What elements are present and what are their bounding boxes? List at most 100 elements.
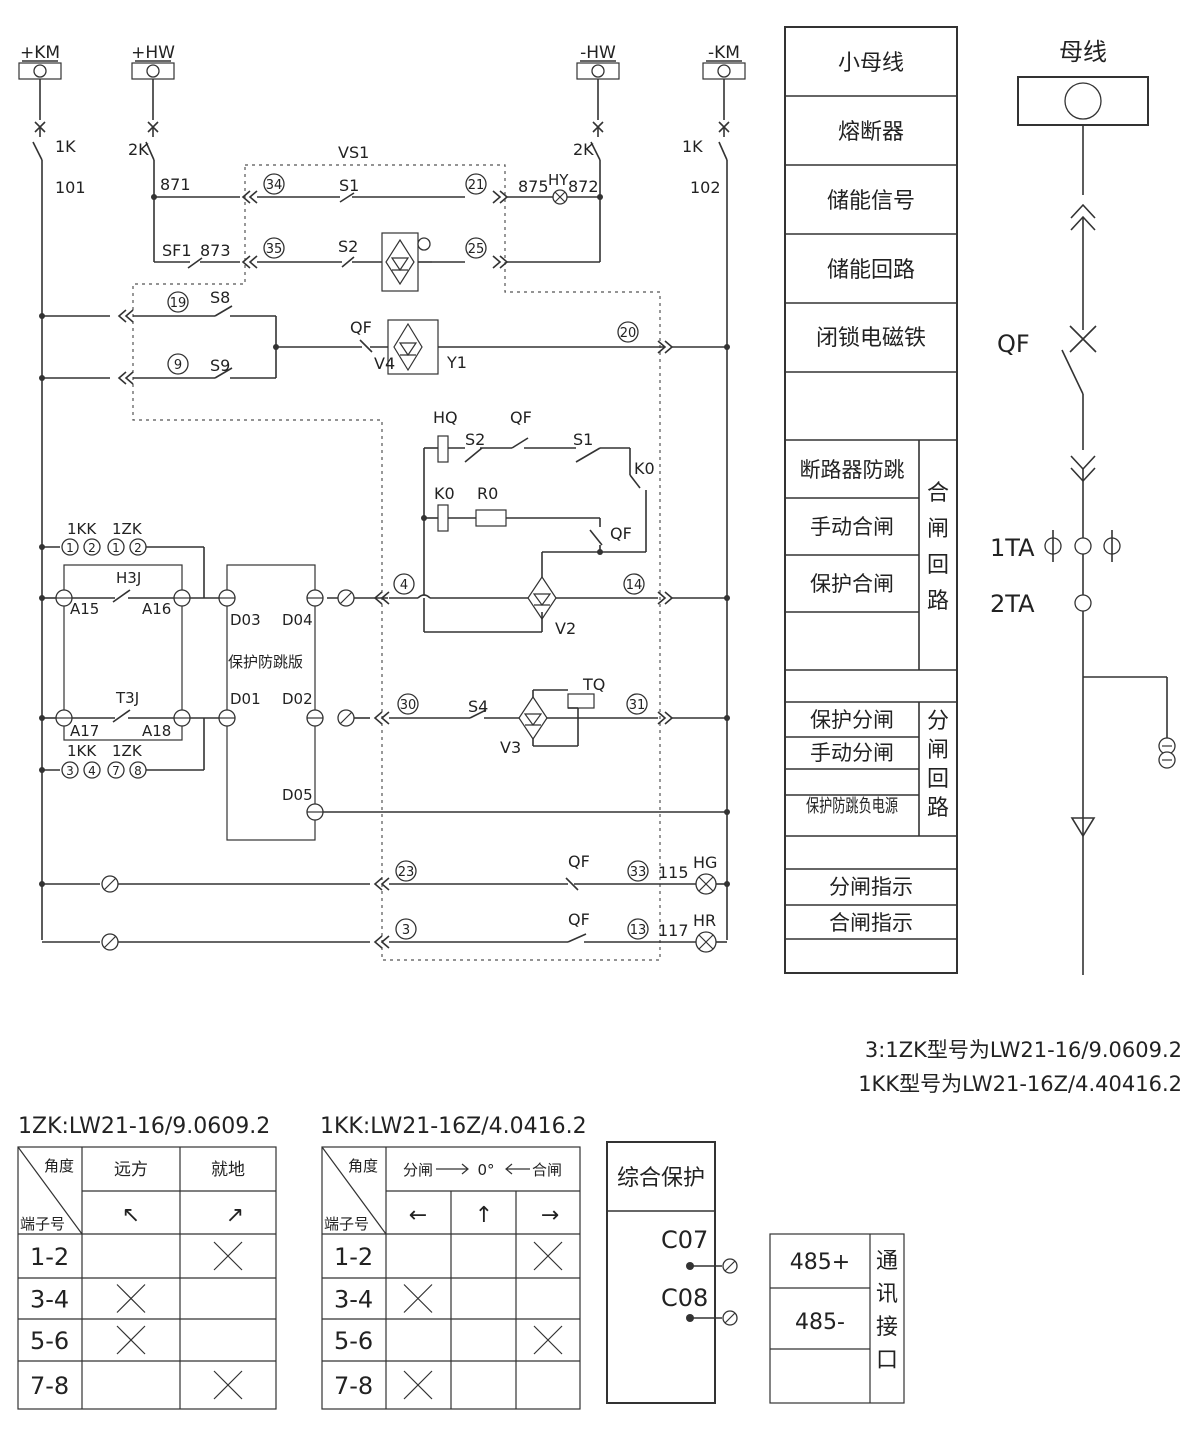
contact-closed-mark: [403, 1284, 433, 1313]
terminal-pair: 3-4: [30, 1286, 69, 1314]
note-line: 3:1ZK型号为LW21-16/9.0609.2: [865, 1038, 1182, 1062]
contact-closed-mark: [213, 1241, 243, 1271]
terminal-label: -KM: [708, 43, 740, 63]
component-label: K0: [434, 484, 455, 503]
comm-row: 485+: [790, 1250, 850, 1275]
pin-circle: 1: [107, 538, 125, 556]
protection-terminal: C07: [661, 1226, 708, 1254]
note-line: 1KK型号为LW21-16Z/4.40416.2: [858, 1072, 1182, 1096]
switch-label: 2K: [128, 140, 149, 159]
svg-text:35: 35: [266, 242, 283, 257]
board-terminal: D03: [230, 611, 261, 629]
circle-number-3: 3: [395, 918, 417, 940]
open-group-item: 保护分闸: [810, 708, 894, 732]
breaker-1k-right: 1K 102: [682, 79, 730, 940]
svg-text:2: 2: [134, 541, 142, 555]
circle-number-4: 4: [393, 573, 415, 595]
terminal-phw: +HW: [131, 43, 175, 80]
position-arrow: ↑: [475, 1203, 493, 1228]
ct-label: 2TA: [990, 590, 1035, 618]
close-circuit: 4 14 HQ S2 QF S1 K0 K0 R0 QF V2: [327, 408, 730, 638]
component-label: K0: [634, 459, 655, 478]
component-label: QF: [610, 524, 632, 543]
indicator-row-label: 分闸指示: [829, 875, 913, 899]
breaker-label: QF: [997, 330, 1030, 358]
ct-label: 1TA: [990, 534, 1035, 562]
circle-number-13: 13: [627, 918, 649, 940]
component-label: S1: [573, 430, 593, 449]
kk-position-table: 1KK:LW21-16Z/4.0416.2 角度 端子号 分闸 0° 合闸 ← …: [320, 1114, 587, 1410]
terminal-pair: 7-8: [30, 1372, 69, 1400]
corner-label: 端子号: [20, 1215, 65, 1233]
contact-closed-mark: [213, 1370, 243, 1400]
svg-text:1: 1: [66, 541, 74, 555]
circle-number-30: 30: [397, 693, 419, 715]
svg-text:33: 33: [630, 865, 647, 880]
terminal-label: +KM: [20, 43, 60, 63]
svg-text:23: 23: [398, 865, 415, 880]
svg-text:4: 4: [400, 578, 408, 593]
wire-number: 873: [200, 241, 231, 260]
wire-number: 875: [518, 177, 549, 196]
storage-motor-circuit: 35 25 SF1 873 S2: [154, 232, 600, 292]
svg-text:25: 25: [468, 242, 485, 257]
terminal-pair: 5-6: [30, 1327, 69, 1355]
column-header: 0°: [477, 1161, 494, 1179]
open-group-item: 保护防跳负电源: [806, 796, 898, 817]
terminal-nhw: -HW: [576, 43, 620, 80]
switch-label: 1KK: [67, 520, 97, 538]
wire-number: 102: [690, 178, 721, 197]
circle-number-19: 19: [167, 291, 189, 313]
open-group-label: 分闸回路: [927, 709, 949, 821]
circle-number-21: 21: [465, 173, 487, 195]
indicator-row-label: 合闸指示: [829, 911, 913, 935]
protection-terminal: C08: [661, 1284, 708, 1312]
component-label: QF: [568, 852, 590, 871]
svg-text:31: 31: [629, 698, 646, 713]
function-row-label: 储能信号: [827, 189, 915, 214]
circle-number-9: 9: [167, 353, 189, 375]
breaker-1k-left: 1K 101: [32, 79, 86, 940]
breaker-2k-right: 2K: [573, 79, 604, 262]
terminal-pair: 1-2: [334, 1243, 373, 1271]
relay-terminal: A18: [142, 722, 171, 740]
svg-text:20: 20: [620, 326, 637, 341]
relay-terminal: A17: [70, 722, 99, 740]
busbar-label: 母线: [1059, 38, 1107, 66]
column-header: 分闸: [403, 1161, 433, 1179]
table-title: 1ZK:LW21-16/9.0609.2: [18, 1114, 270, 1139]
vs1-boundary: [132, 164, 661, 961]
circle-number-14: 14: [623, 573, 645, 595]
circle-number-35: 35: [263, 237, 285, 259]
pin-circle: 1: [61, 538, 79, 556]
board-terminal: D04: [282, 611, 313, 629]
function-row-label: 储能回路: [827, 258, 915, 283]
pin-circle: 2: [83, 538, 101, 556]
svg-text:3: 3: [66, 764, 74, 778]
component-label: V4: [374, 354, 395, 373]
component-label: S8: [210, 288, 230, 307]
wire-number: 871: [160, 175, 191, 194]
svg-text:7: 7: [112, 764, 120, 778]
switch-label: 1K: [55, 137, 76, 156]
svg-text:19: 19: [170, 296, 187, 311]
component-label: HR: [693, 911, 716, 930]
pin-circle: 4: [83, 761, 101, 779]
lock-magnet-circuit: 19 9 20 S8 S9 QF V4 Y1: [39, 288, 730, 385]
protection-title: 综合保护: [617, 1166, 705, 1191]
svg-text:8: 8: [134, 764, 142, 778]
component-label: QF: [510, 408, 532, 427]
terminal-pair: 5-6: [334, 1327, 373, 1355]
svg-text:2: 2: [88, 541, 96, 555]
switch-label: 2K: [573, 140, 594, 159]
corner-label: 端子号: [324, 1215, 369, 1233]
component-label: HY: [548, 171, 569, 189]
contact-closed-mark: [533, 1241, 563, 1271]
svg-text:34: 34: [266, 178, 283, 193]
close-group-item: 断路器防跳: [800, 458, 905, 482]
position-arrow: ↖: [122, 1203, 140, 1228]
contact-closed-mark: [533, 1325, 563, 1355]
circle-number-34: 34: [263, 173, 285, 195]
component-label: HQ: [433, 408, 458, 427]
contact-closed-mark: [116, 1325, 146, 1355]
